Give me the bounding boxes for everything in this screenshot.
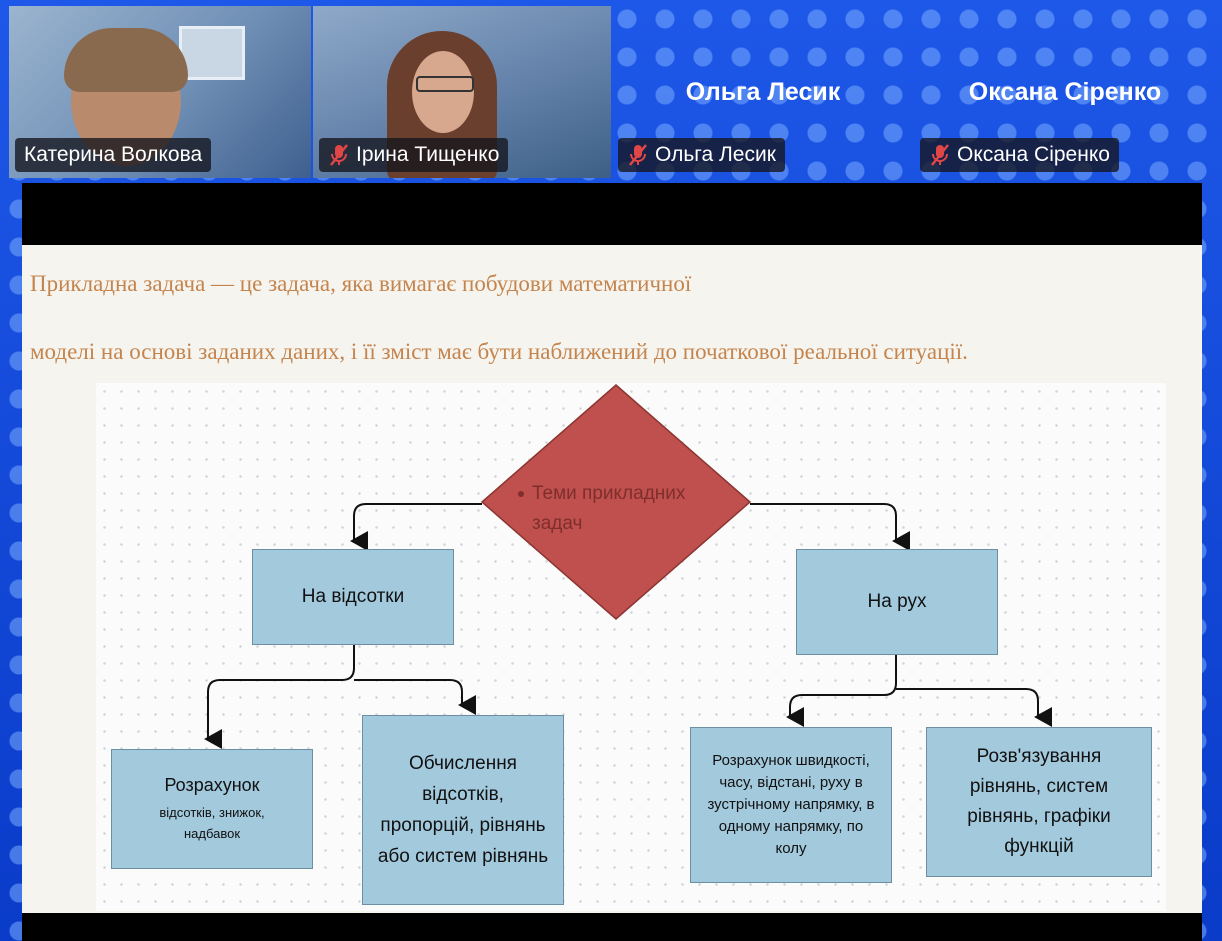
flowchart-connectors [204,384,1052,749]
participant-tile-2[interactable]: Ірина Тищенко [313,6,611,178]
participant-hair [64,28,188,92]
root-diamond [480,384,752,620]
slide-text-line-1: Прикладна задача — це задача, яка вимага… [30,271,692,296]
window-frame [179,26,245,80]
flowchart: Теми прикладних задач На відсотки На рух… [96,383,1166,911]
participant-display-name: Оксана Сіренко [968,78,1162,106]
slide-text-line-2: моделі на основі заданих даних, і її змі… [30,339,968,364]
mic-muted-icon [330,144,348,166]
node-motion: На рух [796,549,998,655]
mic-muted-icon [931,144,949,166]
participant-tile-3[interactable]: Ольга Лесик Ольга Лесик [612,6,914,178]
participant-name-label: Оксана Сіренко [920,138,1119,172]
participant-name-label: Ольга Лесик [618,138,785,172]
participant-display-name: Ольга Лесик [685,78,841,106]
participant-tile-1[interactable]: Катерина Волкова [9,6,311,178]
mic-muted-icon [629,144,647,166]
node-percent-equations: Обчислення відсотків, пропорцій, рівнянь… [362,715,564,905]
participant-face [412,51,474,133]
node-motion-equations: Розв'язування рівнянь, систем рівнянь, г… [926,727,1152,877]
glasses [416,76,474,92]
participant-name-label: Катерина Волкова [15,138,212,172]
bullet [518,490,524,497]
participant-tile-4[interactable]: Оксана Сіренко Оксана Сіренко [914,6,1216,178]
participant-name-label: Ірина Тищенко [319,138,509,172]
node-percent-calc: Розрахунок відсотків, знижок, надбавок [111,749,313,869]
node-motion-calc: Розрахунок швидкості, часу, відстані, ру… [690,727,892,883]
root-node-label: Теми прикладних задач [506,479,736,539]
shared-screen[interactable]: Прикладна задача — це задача, яка вимага… [22,183,1202,941]
presentation-slide: Прикладна задача — це задача, яка вимага… [22,245,1202,913]
node-percent: На відсотки [252,549,454,645]
